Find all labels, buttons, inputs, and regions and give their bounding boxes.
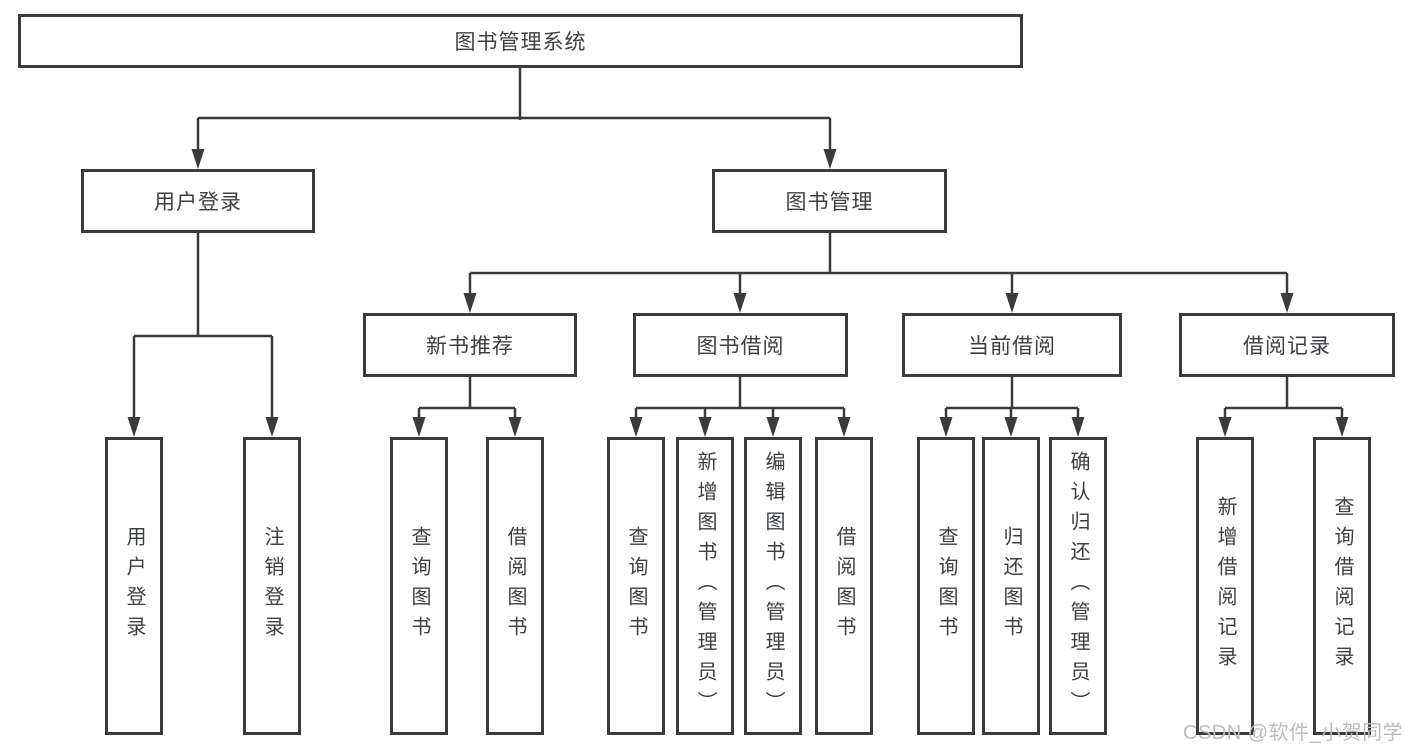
- node-new-book-recommend-label: 新书推荐: [426, 335, 514, 358]
- leaf-query-borrow-record: 查询借阅记录: [1313, 437, 1371, 735]
- node-new-book-recommend: 新书推荐: [363, 313, 577, 377]
- node-book-borrow: 图书借阅: [633, 313, 848, 377]
- leaf-confirm-return-admin: 确认归还（管理员）: [1049, 437, 1107, 735]
- node-root: 图书管理系统: [18, 14, 1023, 68]
- leaf-query-books-2: 查询图书: [607, 437, 665, 735]
- leaf-borrow-books-1-label: 借阅图书: [504, 526, 526, 646]
- leaf-return-book: 归还图书: [982, 437, 1040, 735]
- leaf-confirm-return-admin-label: 确认归还（管理员）: [1067, 451, 1089, 721]
- leaf-user-login-label: 用户登录: [123, 526, 145, 646]
- leaf-query-books-2-label: 查询图书: [625, 526, 647, 646]
- arrowheads: [127, 149, 1349, 437]
- node-borrow-records-label: 借阅记录: [1243, 335, 1331, 358]
- leaf-edit-book-admin-label: 编辑图书（管理员）: [762, 451, 784, 721]
- node-borrow-records: 借阅记录: [1179, 313, 1395, 377]
- leaf-return-book-label: 归还图书: [1000, 526, 1022, 646]
- leaf-user-login: 用户登录: [105, 437, 163, 735]
- node-root-label: 图书管理系统: [454, 31, 587, 54]
- leaf-query-books-1-label: 查询图书: [408, 526, 430, 646]
- node-book-management: 图书管理: [712, 169, 947, 233]
- leaf-edit-book-admin: 编辑图书（管理员）: [744, 437, 802, 735]
- leaf-query-books-3: 查询图书: [917, 437, 975, 735]
- node-user-login-label: 用户登录: [154, 191, 242, 214]
- node-book-borrow-label: 图书借阅: [696, 335, 785, 358]
- leaf-query-borrow-record-label: 查询借阅记录: [1331, 496, 1353, 676]
- node-current-borrow-label: 当前借阅: [968, 335, 1056, 358]
- leaf-logout: 注销登录: [243, 437, 301, 735]
- leaf-add-borrow-record-label: 新增借阅记录: [1214, 496, 1236, 676]
- leaf-add-book-admin: 新增图书（管理员）: [676, 437, 734, 735]
- leaf-borrow-books-2: 借阅图书: [815, 437, 873, 735]
- leaf-add-borrow-record: 新增借阅记录: [1196, 437, 1254, 735]
- leaf-add-book-admin-label: 新增图书（管理员）: [694, 451, 716, 721]
- connector-path: [132, 68, 1344, 420]
- leaf-borrow-books-1: 借阅图书: [486, 437, 544, 735]
- leaf-borrow-books-2-label: 借阅图书: [833, 526, 855, 646]
- watermark-text: CSDN @软件_小贺同学: [1183, 722, 1404, 744]
- leaf-logout-label: 注销登录: [261, 526, 283, 646]
- leaf-query-books-3-label: 查询图书: [935, 526, 957, 646]
- leaf-query-books-1: 查询图书: [390, 437, 448, 735]
- node-user-login: 用户登录: [81, 169, 315, 233]
- node-book-management-label: 图书管理: [785, 191, 874, 214]
- node-current-borrow: 当前借阅: [902, 313, 1122, 377]
